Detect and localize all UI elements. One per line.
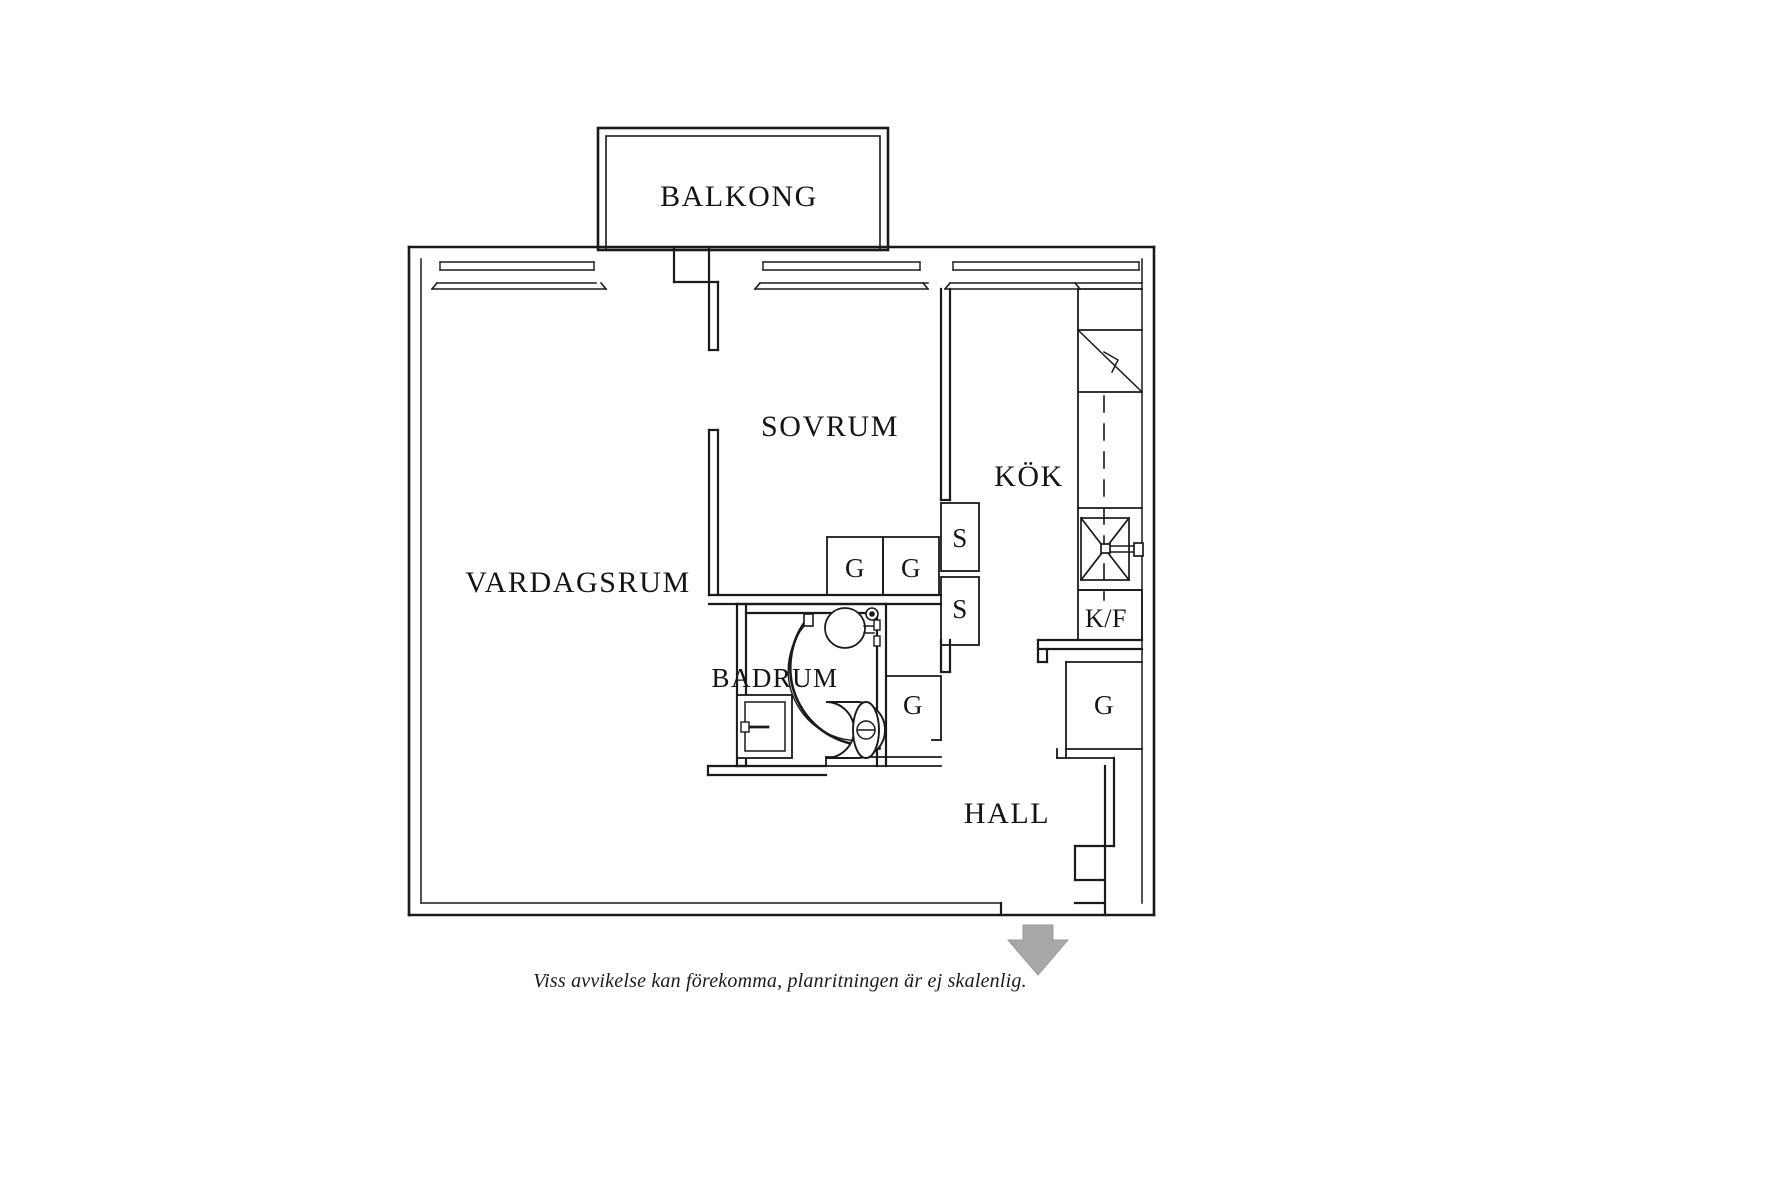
closet-s-pair [940,502,980,646]
window-kitchen [943,246,1143,291]
closet-g-pair [826,536,940,596]
closet-label-g-3: G [903,690,923,720]
closet-label-g-1: G [845,553,865,583]
hall-walls [999,756,1116,917]
fridge-freezer-label: K/F [1085,604,1127,633]
wall-kitchen-partition [939,287,952,674]
room-label-vardagsrum: VARDAGSRUM [465,566,691,599]
closet-label-s-1: S [952,523,968,553]
toilet-fixture [825,701,886,759]
wall-bedroom-bottom [707,593,943,606]
closet-label-s-2: S [952,594,968,624]
room-label-sovrum: SOVRUM [761,410,899,443]
entry-arrow [1006,924,1070,976]
room-label-balkong: BALKONG [660,180,818,213]
wall-kitchen-hall [1036,638,1144,664]
kitchen-cabinet-run [1076,288,1144,641]
room-label-kok: KÖK [994,460,1064,493]
sink-fixture [1079,516,1144,582]
balcony-outline [596,126,890,252]
apartment-inner-wall-face [420,258,1143,904]
wall-bedroom-upper-stub [672,245,720,352]
plan-caption: Viss avvikelse kan förekomma, planritnin… [533,970,1027,992]
closet-label-g-2: G [901,553,921,583]
room-label-badrum: BADRUM [711,663,839,693]
wall-bedroom-living [707,428,720,597]
washbasin-fixture [736,694,793,759]
closet-g-hall [1056,661,1143,759]
room-label-hall: HALL [963,797,1051,830]
closet-label-g-4: G [1094,690,1114,720]
window-bedroom-balcony-door [753,246,930,291]
window-living-room [430,246,608,291]
shower-fixture [787,607,881,750]
